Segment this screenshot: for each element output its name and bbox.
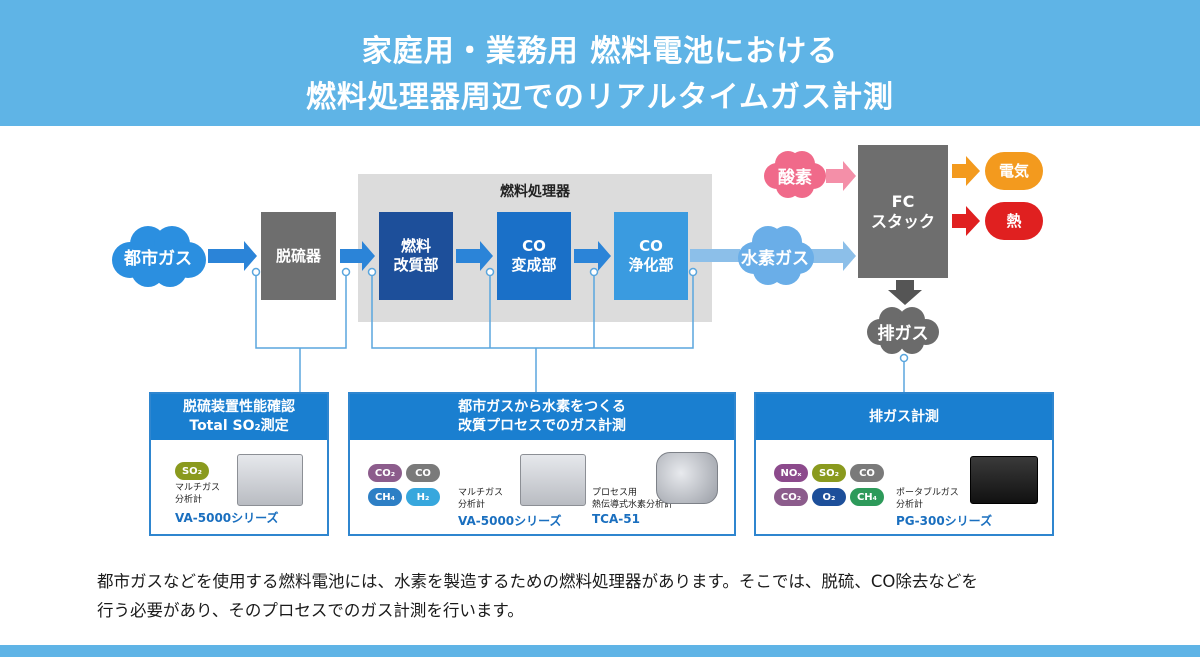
sample-points	[251, 267, 909, 363]
heat-badge: 熱	[985, 202, 1043, 240]
description-text: 都市ガスなどを使用する燃料電池には、水素を製造するための燃料処理器があります。そ…	[97, 567, 1127, 625]
analyzer-label-1: ポータブルガス	[896, 488, 959, 498]
gas-pill: SO₂	[175, 462, 209, 480]
cloud-shape-icon	[112, 226, 206, 287]
panel-header: 脱硫装置性能確認 Total SO₂測定	[151, 394, 327, 440]
analyzer-label: マルチガス 分析計	[175, 483, 220, 506]
header-banner: 家庭用・業務用 燃料電池における 燃料処理器周辺でのリアルタイムガス計測	[0, 0, 1200, 126]
electricity-label: 電気	[998, 161, 1029, 180]
pg300-device-image	[970, 456, 1038, 504]
panel-title-1: 脱硫装置性能確認	[183, 399, 295, 416]
analyzer-label-2: 分析計	[458, 499, 486, 510]
series-label: PG-300シリーズ	[896, 514, 993, 528]
panel-title-2: 改質プロセスでのガス計測	[458, 418, 626, 434]
gas-pill: CO₂	[774, 488, 808, 506]
gas-pill: O₂	[812, 488, 846, 506]
bottom-bar	[0, 645, 1200, 657]
analyzer2-label-2: 熱伝導式水素分析計	[592, 499, 674, 510]
panel-title-2: Total SO₂測定	[189, 418, 289, 434]
reformer-label-1: 燃料	[400, 237, 431, 256]
page-title-line1: 家庭用・業務用 燃料電池における	[361, 34, 839, 69]
connector-lines	[255, 272, 905, 392]
analyzer2-label-1: プロセス用	[592, 488, 638, 498]
analyzer2-label: プロセス用 熱伝導式水素分析計	[592, 488, 673, 511]
va5000-device-image	[237, 454, 303, 506]
shift-label-1: CO	[522, 237, 546, 256]
purifier-label-1: CO	[639, 237, 663, 256]
oxygen-label: 酸素	[778, 167, 812, 188]
fc-label-2: スタック	[870, 211, 935, 231]
reformer-box: 燃料 改質部	[379, 212, 453, 300]
cloud-shape-icon	[764, 151, 826, 198]
shift-box: CO 変成部	[497, 212, 571, 300]
gas-pill: CO	[406, 464, 440, 482]
panel-title-1: 都市ガスから水素をつくる	[458, 399, 626, 416]
gas-pill: CH₄	[850, 488, 884, 506]
gas-pill: SO₂	[812, 464, 846, 482]
desulfurization-panel: 脱硫装置性能確認 Total SO₂測定 SO₂ マルチガス 分析計 VA-50…	[149, 392, 329, 536]
hydrogen-arrow	[810, 241, 856, 271]
analyzer-label-1: マルチガス	[175, 483, 221, 493]
exhaust-label: 排ガス	[877, 323, 929, 344]
page-title-line2: 燃料処理器周辺でのリアルタイムガス計測	[305, 80, 895, 115]
description-line2: 行う必要があり、そのプロセスでのガス計測を行います。	[97, 601, 524, 620]
reformer-label-2: 改質部	[393, 256, 439, 274]
heat-label: 熱	[1006, 211, 1022, 230]
exhaust-arrow	[888, 280, 922, 305]
gas-pill: CO₂	[368, 464, 402, 482]
gas-pill: CO	[850, 464, 884, 482]
electricity-badge: 電気	[985, 152, 1043, 190]
panel-header: 都市ガスから水素をつくる 改質プロセスでのガス計測	[350, 394, 734, 440]
va5000-device-image	[520, 454, 586, 506]
exhaust-panel: 排ガス計測 NOₓ SO₂ CO CO₂ O₂ CH₄ ポータブルガス 分析計 …	[754, 392, 1054, 536]
electricity-arrow	[952, 156, 980, 186]
gas-pill: H₂	[406, 488, 440, 506]
heat-arrow	[952, 206, 980, 236]
fc-stack-box: FC スタック	[858, 145, 948, 278]
city-gas-cloud: 都市ガス	[108, 222, 208, 290]
analyzer-label: ポータブルガス 分析計	[896, 488, 959, 511]
cloud-shape-icon	[867, 307, 939, 354]
purifier-label-2: 浄化部	[628, 256, 674, 274]
city-gas-label: 都市ガス	[124, 248, 192, 269]
shift-label-2: 変成部	[511, 256, 557, 274]
analyzer-label-2: 分析計	[896, 499, 924, 510]
oxygen-arrow	[826, 161, 856, 191]
description-line1: 都市ガスなどを使用する燃料電池には、水素を製造するための燃料処理器があります。そ…	[97, 572, 978, 591]
analyzer-label-2: 分析計	[175, 494, 203, 505]
desulfurizer-label: 脱硫器	[275, 246, 321, 265]
series-label: VA-5000シリーズ	[175, 511, 279, 525]
panel-header: 排ガス計測	[756, 394, 1052, 440]
flow-arrows	[208, 241, 611, 271]
tca51-device-image	[656, 452, 718, 504]
series-label: VA-5000シリーズ	[458, 514, 562, 528]
analyzer-label-1: マルチガス	[458, 488, 504, 498]
gas-pill: NOₓ	[774, 464, 808, 482]
cloud-shape-icon	[738, 226, 814, 285]
panel-title: 排ガス計測	[869, 408, 939, 425]
reforming-panel: 都市ガスから水素をつくる 改質プロセスでのガス計測 CO₂ CO CH₄ H₂ …	[348, 392, 736, 536]
oxygen-cloud: 酸素	[762, 150, 828, 200]
hydrogen-cloud: 水素ガス	[736, 224, 814, 288]
gas-pill: CH₄	[368, 488, 402, 506]
analyzer-label: マルチガス 分析計	[458, 488, 503, 511]
desulfurizer-box: 脱硫器	[261, 212, 336, 300]
fuel-processor-title: 燃料処理器	[500, 184, 570, 200]
purifier-box: CO 浄化部	[614, 212, 688, 300]
series2-label: TCA-51	[592, 512, 640, 526]
exhaust-cloud: 排ガス	[864, 306, 942, 356]
fc-label-1: FC	[891, 191, 915, 211]
hydrogen-label: 水素ガス	[741, 248, 809, 269]
